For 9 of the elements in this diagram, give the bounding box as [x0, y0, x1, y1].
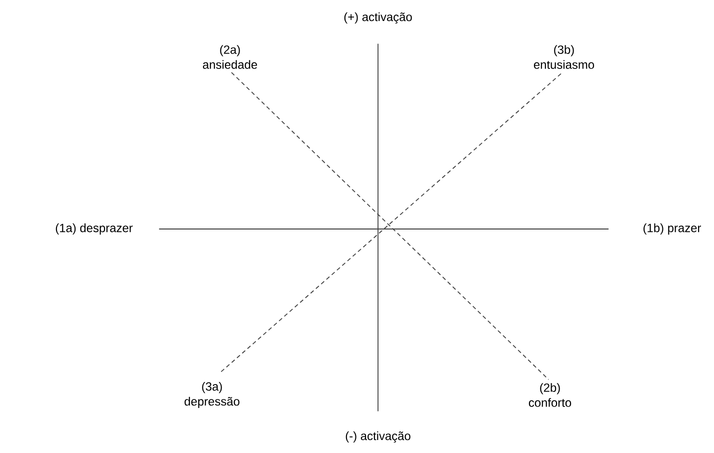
- axis-label: (3a) depressão: [184, 382, 240, 408]
- axis-label: (2a) ansiedade: [202, 45, 258, 69]
- axis-label: (1b) prazer: [644, 223, 702, 235]
- axis-line: [158, 228, 610, 230]
- axis-label: (+) activação: [344, 12, 412, 24]
- axis-label: (1a) desprazer: [56, 223, 133, 235]
- axis-label: (-) activação: [346, 431, 410, 443]
- axis-label: (3b) entusiasmo: [534, 45, 594, 69]
- axis-label: (2b) conforto: [528, 383, 572, 407]
